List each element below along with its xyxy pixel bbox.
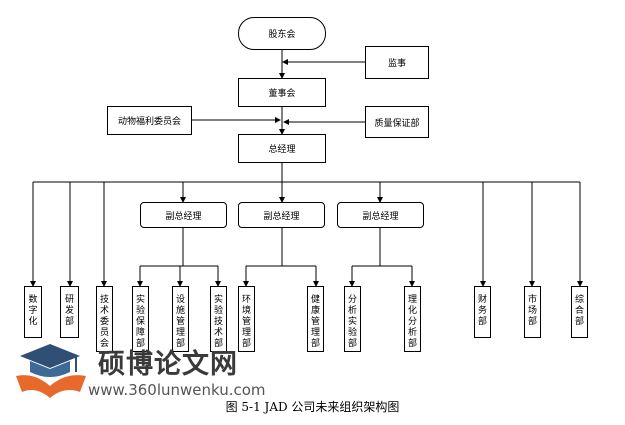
dept-label-char: 管 [175,317,185,327]
dept-label-char: 技 [213,317,223,327]
dept-label-char: 财 [477,295,487,305]
dept-label-char: 部 [241,339,251,349]
dept-label-char: 验 [135,306,145,316]
dept-label-char: 化 [407,306,417,316]
dept-label-char: 字 [28,306,38,316]
dept-label-char: 部 [175,339,185,349]
dept-label-char: 数 [28,295,38,305]
watermark-logo-icon [16,344,86,398]
dept-label-char: 障 [135,328,145,338]
dept-label-char: 部 [310,339,320,349]
dept-label-char: 环 [241,295,251,305]
dept-label-char: 部 [574,317,584,327]
node-vp2: 副总经理 [238,202,325,228]
dept-label-char: 保 [135,317,145,327]
dept-label-char: 理 [310,328,320,338]
dept-label-char: 会 [99,339,109,349]
node-supervisors-label: 监事 [387,59,406,69]
dept-label-char: 实 [347,317,357,327]
watermark-url: www.360lunwenku.com [88,381,266,399]
dept-label-char: 发 [64,306,74,316]
node-board: 董事会 [238,78,326,107]
dept-label-char: 术 [99,306,109,316]
dept-rnd: 研发部 [60,286,79,338]
dept-label-char: 部 [527,317,537,327]
dept-label-char: 管 [310,317,320,327]
node-quality-dept-label: 质量保证部 [374,118,420,129]
dept-label-char: 理 [407,295,417,305]
dept-analysis-lab: 分析实验部 [344,286,361,352]
dept-facility-mgmt: 设施管理部 [172,286,189,352]
node-vp1-label: 副总经理 [165,211,202,222]
dept-label-char: 验 [213,306,223,316]
dept-lab-tech: 实验技术部 [210,286,227,352]
dept-label-char: 管 [241,317,251,327]
dept-label-char: 设 [175,295,185,305]
dept-finance: 财务部 [474,286,491,338]
dept-label-char: 施 [175,306,185,316]
dept-label-char: 实 [213,295,223,305]
dept-label-char: 实 [135,295,145,305]
dept-label-char: 析 [407,328,417,338]
dept-label-char: 境 [241,306,251,316]
dept-health-mgmt: 健康管理部 [307,286,324,352]
figure-caption: 图 5-1 JAD 公司未来组织架构图 [225,400,400,414]
node-gm: 总经理 [238,134,326,163]
dept-general: 综合部 [571,286,588,338]
dept-label-char: 员 [99,328,109,338]
dept-label-char: 部 [213,339,223,349]
node-shareholders-label: 股东会 [268,30,296,40]
dept-tech-committee: 技术委员会 [96,286,113,352]
dept-label-char: 部 [135,339,145,349]
dept-label-char: 委 [99,317,109,327]
dept-label-char: 分 [347,295,357,305]
dept-label-char: 部 [347,339,357,349]
dept-digital: 数字化 [24,286,42,338]
dept-label-char: 分 [407,317,417,327]
dept-label-char: 综 [574,295,584,305]
dept-lab-support: 实验保障部 [132,286,149,352]
dept-label-char: 验 [347,328,357,338]
dept-env-mgmt: 环境管理部 [238,286,255,352]
dept-market: 市场部 [524,286,541,338]
dept-label-char: 化 [28,317,38,327]
dept-label-char: 析 [347,306,357,316]
node-vp2-label: 副总经理 [263,211,300,222]
dept-label-char: 部 [407,339,417,349]
node-board-label: 董事会 [268,89,296,99]
dept-physchem: 理化分析部 [404,286,421,352]
node-vp3-label: 副总经理 [362,211,399,222]
dept-label-char: 技 [99,295,109,305]
dept-label-char: 理 [175,328,185,338]
node-gm-label: 总经理 [268,145,296,155]
node-vp3: 副总经理 [337,202,424,228]
watermark-text: 硕博论文网 [98,349,238,380]
dept-label-char: 务 [477,306,487,316]
node-vp1: 副总经理 [140,202,227,228]
node-quality-dept: 质量保证部 [365,106,429,138]
dept-label-char: 研 [64,295,74,305]
node-welfare-committee: 动物福利委员会 [107,106,192,135]
dept-label-char: 市 [527,295,537,305]
dept-label-char: 合 [574,306,584,316]
dept-label-char: 部 [64,317,74,327]
dept-label-char: 理 [241,328,251,338]
dept-label-char: 场 [527,306,537,316]
dept-label-char: 部 [477,317,487,327]
node-welfare-committee-label: 动物福利委员会 [117,117,181,127]
dept-label-char: 康 [310,306,320,316]
dept-label-char: 术 [213,328,223,338]
node-supervisors: 监事 [365,46,429,79]
dept-label-char: 健 [310,295,320,305]
node-shareholders: 股东会 [238,17,326,50]
